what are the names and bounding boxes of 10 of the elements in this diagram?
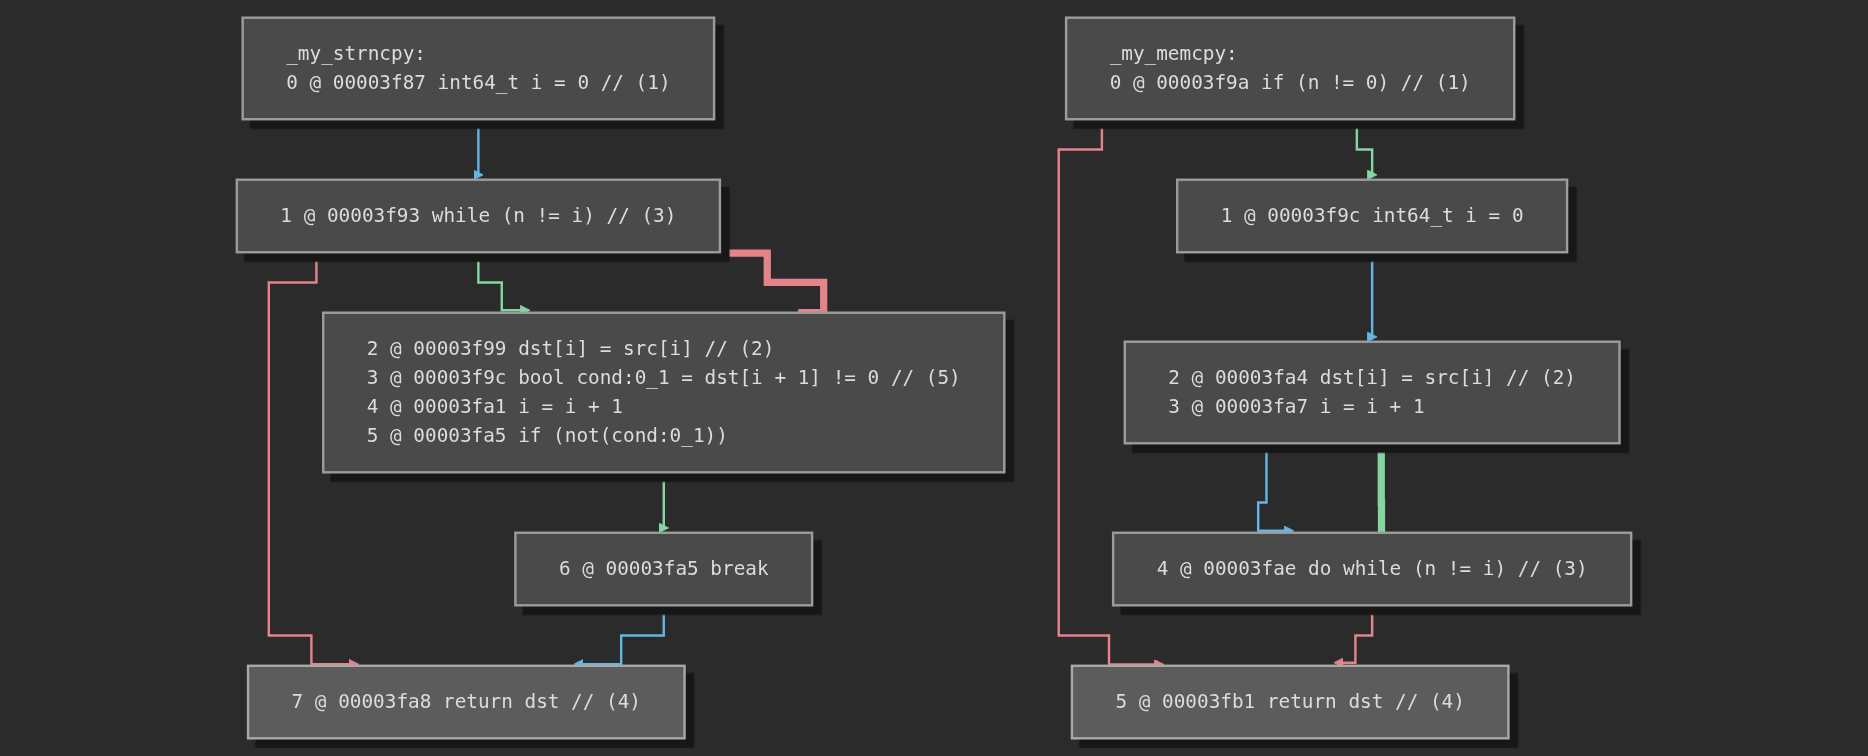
node-box: 1 @ 00003f9c int64_t i = 0 bbox=[1176, 178, 1569, 254]
node-box: 2 @ 00003fa4 dst[i] = src[i] // (2) 3 @ 00003fa7 i = i + 1 bbox=[1123, 340, 1621, 445]
node-box: _my_strncpy: 0 @ 00003f87 int64_t i = 0 // (1) bbox=[241, 16, 716, 121]
node-box: 6 @ 00003fa5 break bbox=[514, 531, 814, 607]
node-box: _my_memcpy: 0 @ 00003f9a if (n != 0) // (1) bbox=[1064, 16, 1516, 121]
node-box: 7 @ 00003fa8 return dst // (4) bbox=[246, 664, 686, 740]
node-box: 4 @ 00003fae do while (n != i) // (3) bbox=[1111, 531, 1633, 607]
node-box: 5 @ 00003fb1 return dst // (4) bbox=[1070, 664, 1510, 740]
node-box: 2 @ 00003f99 dst[i] = src[i] // (2) 3 @ 00003f9c bool cond:0_1 = dst[i + 1] != 0 // (5) 4 @ 00003fa1 i = i + 1 5 @ 00003fa5 if (not(cond:0_1)) bbox=[322, 311, 1006, 474]
node-box: 1 @ 00003f93 while (n != i) // (3) bbox=[235, 178, 722, 254]
